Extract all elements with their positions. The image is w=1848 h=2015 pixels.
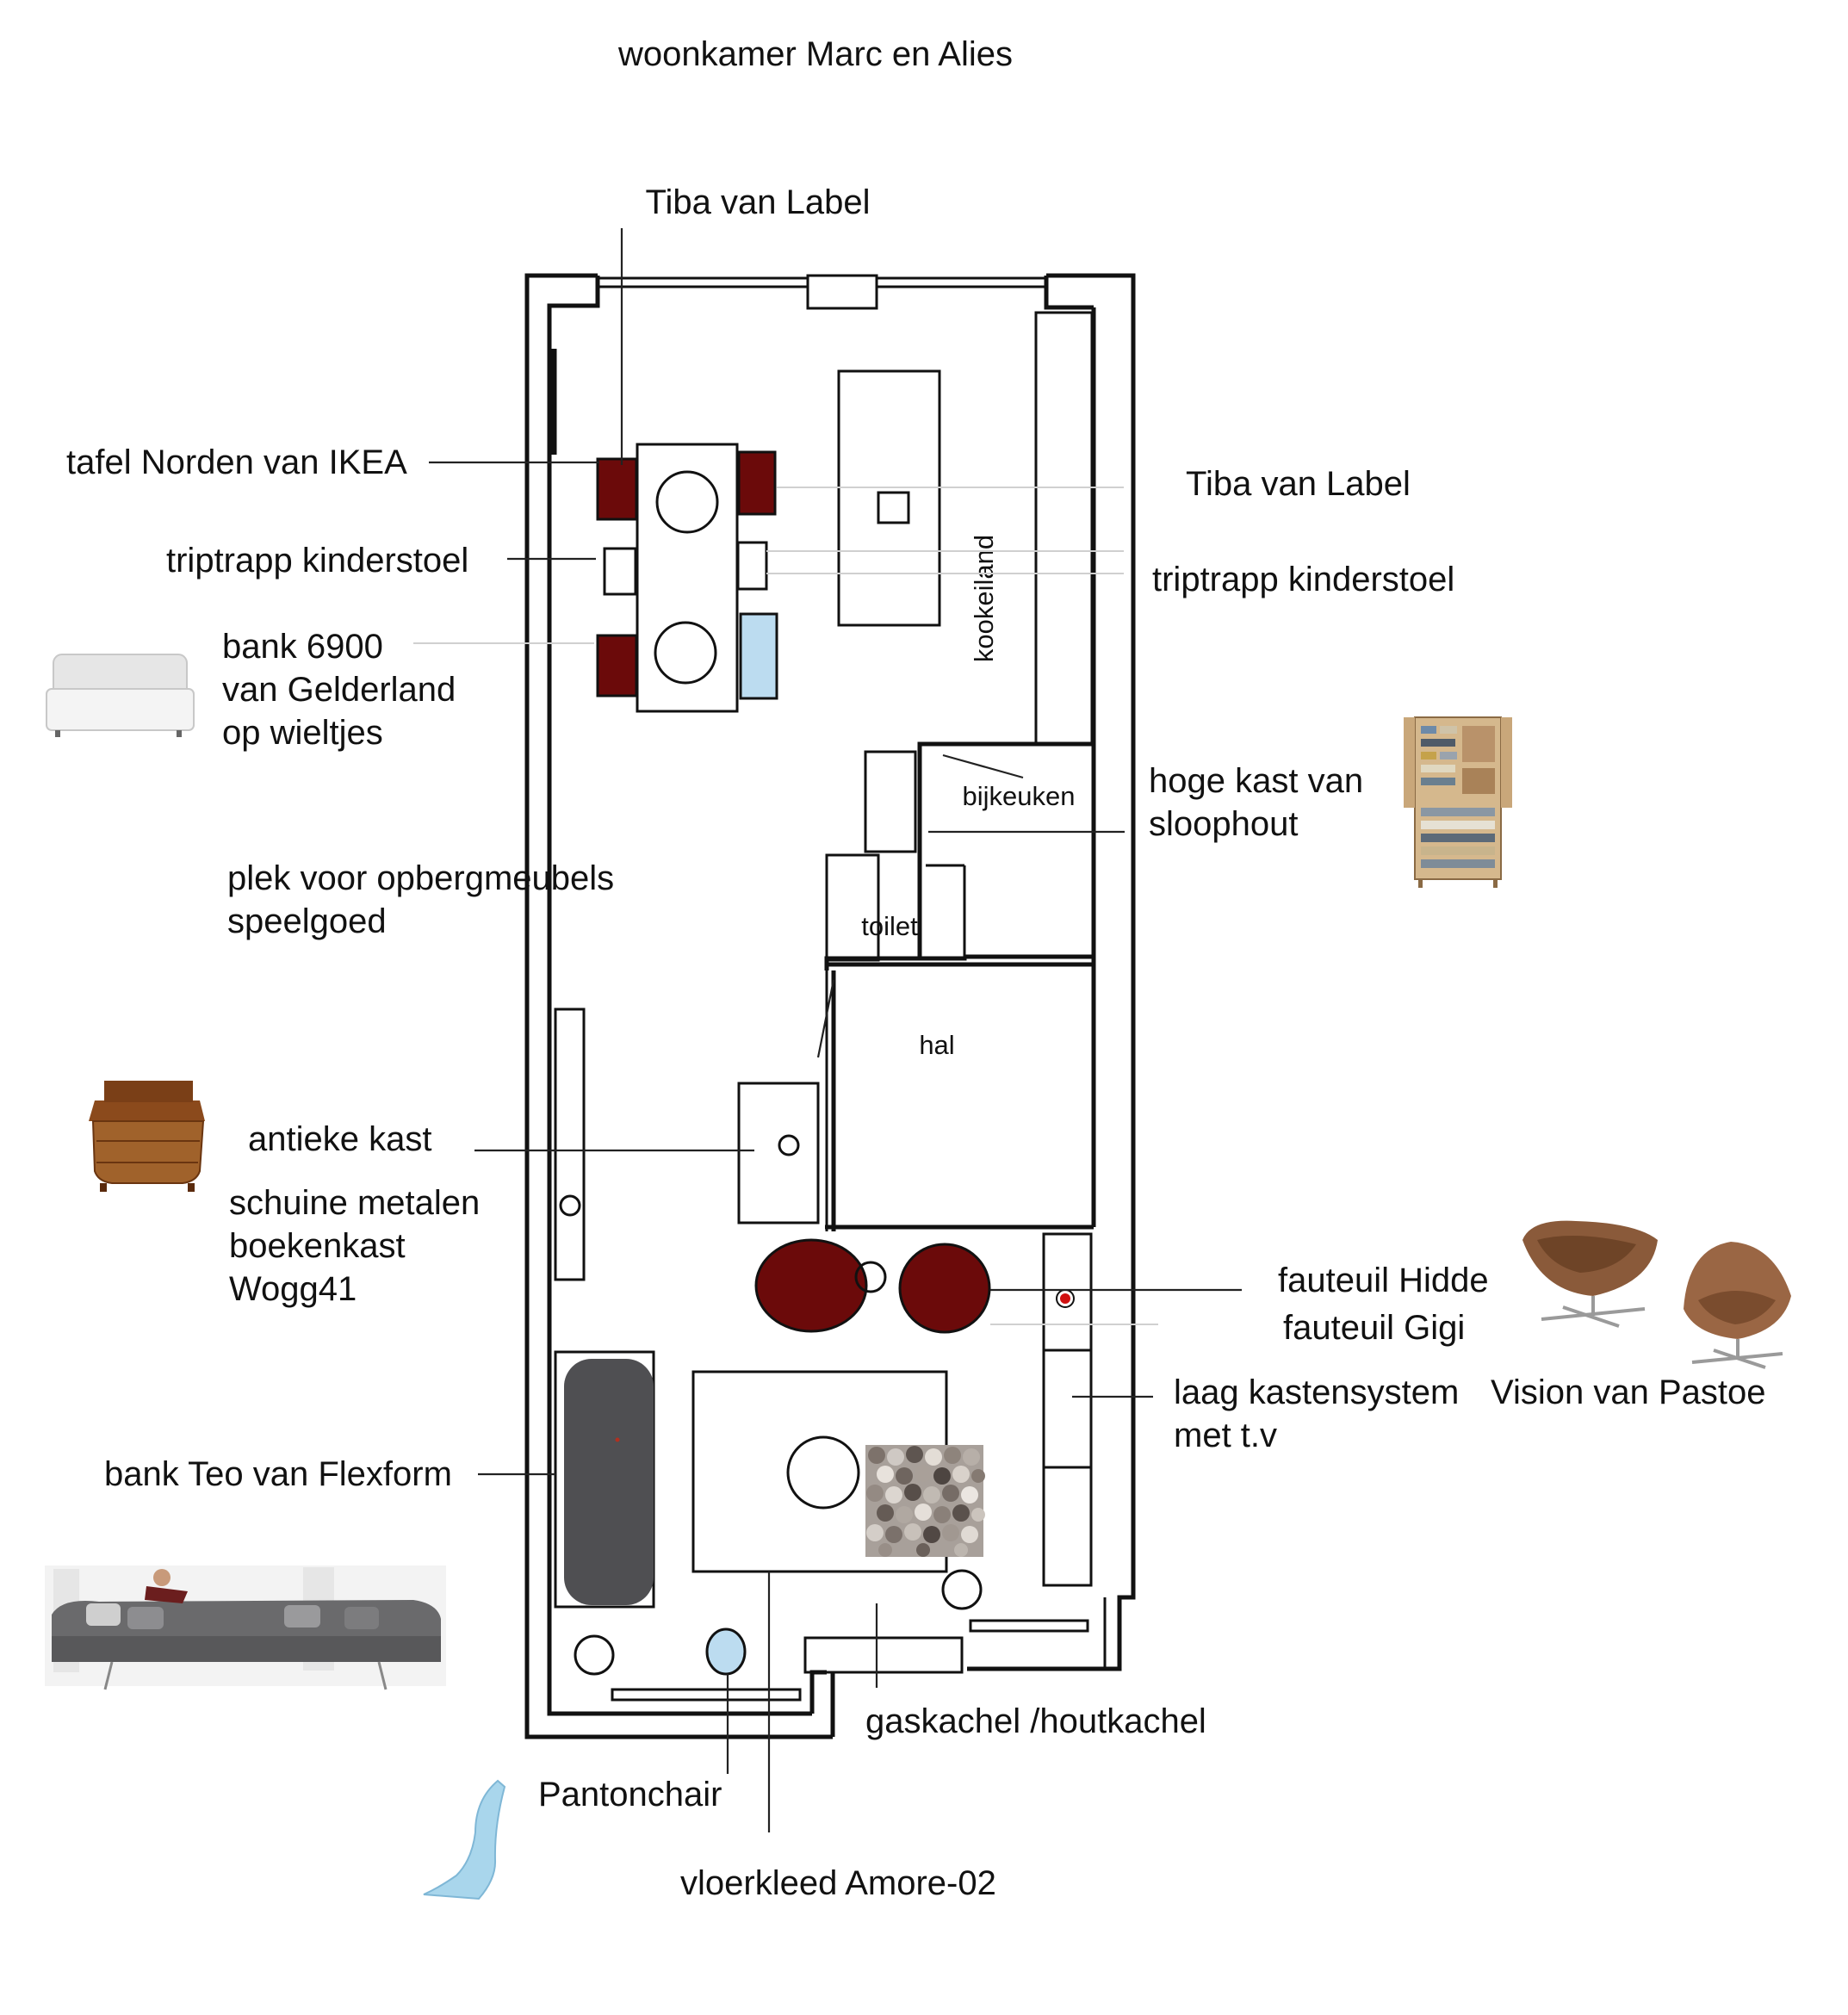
panton-chair-photo-icon	[423, 1779, 506, 1900]
label-low-cabinet-line1: laag kastensystem	[1174, 1373, 1459, 1411]
label-tiba-top: Tiba van Label	[646, 183, 871, 221]
low-cabinet-system	[1042, 1232, 1093, 1587]
bijkeuken-door	[942, 753, 1024, 779]
brown-swivel-chair-photo-icon	[1684, 1242, 1791, 1369]
leader-lines	[429, 228, 1242, 1832]
label-cabinet-line2: sloophout	[1149, 805, 1298, 843]
sofa-teo	[564, 1359, 654, 1605]
living-area	[554, 1008, 1093, 1702]
kitchen-counter	[1034, 311, 1094, 747]
scrapwood-cabinet-photo-icon	[1404, 716, 1512, 888]
white-bench-photo-icon	[46, 654, 195, 737]
label-triptrapp-right: triptrapp kinderstoel	[1152, 561, 1454, 598]
dining-chair-2	[737, 450, 777, 516]
label-armchair-gigi: fauteuil Gigi	[1283, 1309, 1465, 1347]
label-stove: gaskachel /houtkachel	[865, 1702, 1206, 1740]
bookcase-wogg41	[554, 1008, 586, 1281]
room-label-bijkeuken: bijkeuken	[963, 781, 1076, 811]
label-rug: vloerkleed Amore-02	[680, 1864, 996, 1902]
label-bench-line2: van Gelderland	[222, 671, 456, 709]
dining-chair-3	[596, 634, 638, 698]
panton-chair-plan	[705, 1628, 747, 1676]
label-cabinet-line1: hoge kast van	[1149, 762, 1363, 800]
kitchen-island	[837, 369, 941, 627]
brown-armchair-photo-icon	[1522, 1220, 1658, 1328]
label-vision-pastoe: Vision van Pastoe	[1491, 1373, 1765, 1411]
dining-table	[636, 443, 739, 713]
hall-door	[816, 979, 835, 1058]
grey-sofa-photo-icon	[45, 1566, 446, 1690]
label-triptrapp-left: triptrapp kinderstoel	[166, 542, 468, 580]
label-sofa-teo: bank Teo van Flexform	[104, 1455, 452, 1493]
label-tiba-right: Tiba van Label	[1186, 465, 1411, 503]
room-label-kookeiland: kookeiland	[969, 535, 999, 662]
guide-lines	[413, 487, 1158, 1325]
utility-cabinet	[864, 750, 917, 853]
label-bookcase-line3: Wogg41	[229, 1270, 357, 1308]
rooms	[816, 307, 1096, 1231]
armchair-gigi	[898, 1243, 991, 1334]
label-low-cabinet-line2: met t.v	[1174, 1417, 1277, 1454]
label-bookcase-line2: boekenkast	[229, 1227, 406, 1265]
room-label-toilet: toilet	[861, 911, 918, 941]
kitchen-island-sink	[877, 491, 910, 524]
window-top	[806, 274, 878, 310]
room-label-hal: hal	[919, 1030, 954, 1060]
label-storage-line2: speelgoed	[227, 902, 387, 940]
page-title: woonkamer Marc en Alies	[617, 35, 1013, 73]
label-panton: Pantonchair	[538, 1776, 722, 1814]
stove	[803, 1636, 964, 1674]
armchair-hidde	[754, 1238, 868, 1333]
dining-area	[596, 369, 941, 713]
antique-cabinet	[737, 1082, 820, 1224]
label-antique: antieke kast	[248, 1120, 431, 1158]
dining-chair-1	[596, 457, 638, 521]
label-storage-line1: plek voor opbergmeubels	[227, 859, 614, 897]
pendant-lamp-1	[655, 470, 719, 534]
dining-chair-panton	[739, 612, 778, 700]
felt-rug-swatch-icon	[865, 1445, 985, 1557]
coffee-table	[786, 1435, 860, 1510]
antique-secretary-photo-icon	[89, 1081, 205, 1192]
label-bench-line1: bank 6900	[222, 628, 383, 666]
label-bench-line3: op wieltjes	[222, 714, 383, 752]
pendant-lamp-2	[654, 621, 717, 685]
triptrapp-chair-left	[603, 547, 637, 596]
triptrapp-chair-right	[736, 541, 768, 591]
label-tafel-norden: tafel Norden van IKEA	[66, 443, 407, 481]
label-armchair-hidde: fauteuil Hidde	[1278, 1262, 1489, 1299]
label-bookcase-line1: schuine metalen	[229, 1184, 480, 1222]
side-table	[854, 1261, 887, 1293]
